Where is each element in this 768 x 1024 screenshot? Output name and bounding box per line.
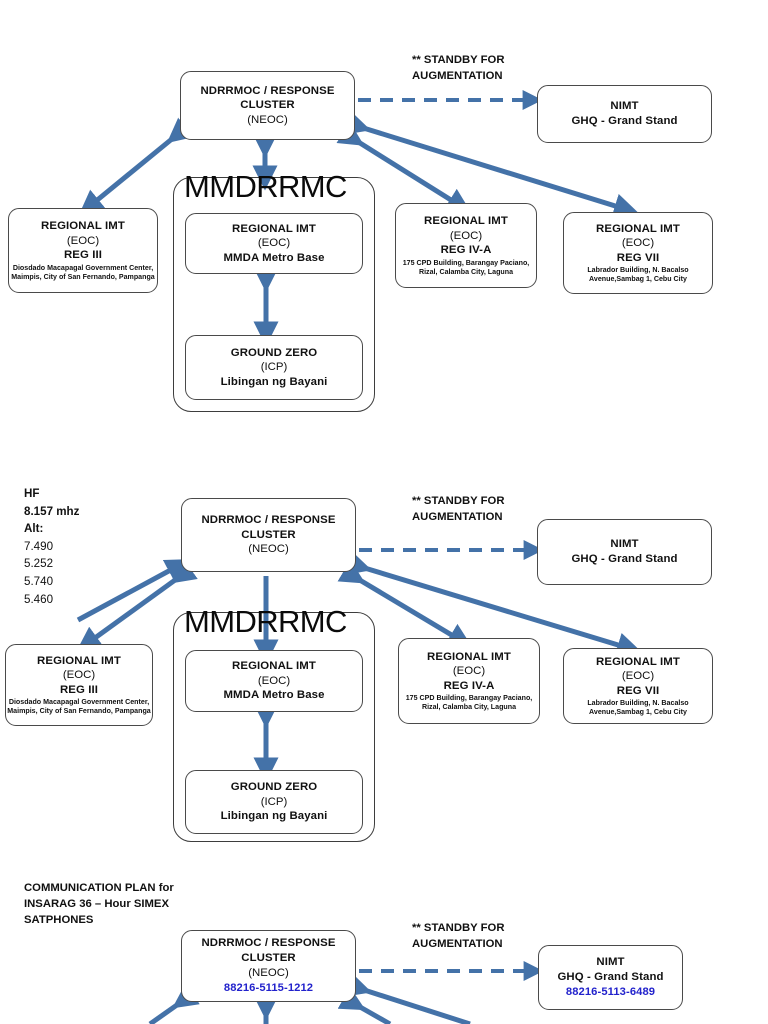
- arrow-hf-to-neoc: [76, 559, 191, 623]
- reg3-line3: REG III: [59, 683, 99, 696]
- neoc-phone: 88216-5115-1212: [223, 982, 314, 995]
- reg7-address: Labrador Building, N. Bacalso Avenue,Sam…: [587, 266, 689, 284]
- arrow-neoc-reg4a: [337, 986, 392, 1024]
- reg7-line2: (EOC): [621, 237, 655, 250]
- gz-line1: GROUND ZERO: [230, 346, 318, 359]
- reg3-line1: REGIONAL IMT: [37, 654, 121, 667]
- node-metro-base-2[interactable]: REGIONAL IMT (EOC) MMDA Metro Base: [185, 650, 363, 712]
- standby-augmentation-label-1: ** STANDBY FOR AUGMENTATION: [412, 54, 505, 83]
- gz-line2: (ICP): [260, 361, 288, 374]
- gz-line3: Libingan ng Bayani: [220, 375, 328, 388]
- arrow-neoc-reg3: [76, 558, 198, 652]
- reg4a-line1: REGIONAL IMT: [427, 650, 511, 663]
- node-nimt-1[interactable]: NIMT GHQ - Grand Stand: [537, 85, 712, 143]
- reg3-line2: (EOC): [66, 234, 100, 247]
- node-ground-zero-2[interactable]: GROUND ZERO (ICP) Libingan ng Bayani: [185, 770, 363, 834]
- diagram-3-satphones: COMMUNICATION PLAN for INSARAG 36 – Hour…: [0, 875, 768, 1024]
- metro-line2: (EOC): [257, 237, 291, 250]
- nimt-line1: NIMT: [610, 538, 639, 551]
- nimt-line1: NIMT: [610, 100, 639, 113]
- reg3-address: Diosdado Macapagal Government Center, Ma…: [11, 263, 155, 281]
- reg4a-line1: REGIONAL IMT: [424, 215, 508, 228]
- metro-line1: REGIONAL IMT: [232, 660, 316, 673]
- standby-augmentation-label-2: ** STANDBY FOR AUGMENTATION: [412, 495, 505, 524]
- reg4a-line3: REG IV-A: [443, 679, 495, 692]
- hf-alt-1: 7.490: [24, 539, 54, 553]
- diagram-1-communication-plan: ** STANDBY FOR AUGMENTATION NDRRMOC / RE…: [0, 0, 768, 440]
- neoc-line3: (NEOC): [247, 113, 288, 126]
- hf-alt-2: 5.252: [24, 557, 54, 571]
- node-reg7-2[interactable]: REGIONAL IMT (EOC) REG VII Labrador Buil…: [563, 648, 713, 724]
- neoc-line3: (NEOC): [248, 966, 289, 979]
- diagram-2-hf-plan: HF 8.157 mhz Alt: 7.490 5.252 5.740 5.46…: [0, 468, 768, 868]
- node-reg7-1[interactable]: REGIONAL IMT (EOC) REG VII Labrador Buil…: [563, 212, 713, 294]
- gz-line2: (ICP): [260, 795, 288, 808]
- reg3-line1: REGIONAL IMT: [41, 220, 125, 233]
- nimt-line2: GHQ - Grand Stand: [557, 970, 664, 983]
- node-reg3-1[interactable]: REGIONAL IMT (EOC) REG III Diosdado Maca…: [8, 208, 158, 293]
- node-reg3-2[interactable]: REGIONAL IMT (EOC) REG III Diosdado Maca…: [5, 644, 153, 726]
- reg4a-address: 175 CPD Building, Barangay Paciano, Riza…: [402, 258, 530, 276]
- reg4a-line3: REG IV-A: [440, 244, 492, 257]
- neoc-line2: CLUSTER: [241, 528, 296, 541]
- reg4a-line2: (EOC): [449, 229, 483, 242]
- node-reg4a-2[interactable]: REGIONAL IMT (EOC) REG IV-A 175 CPD Buil…: [398, 638, 540, 724]
- reg3-line2: (EOC): [62, 669, 96, 682]
- gz-line3: Libingan ng Bayani: [220, 810, 328, 823]
- metro-line3: MMDA Metro Base: [223, 689, 325, 702]
- node-neoc-2[interactable]: NDRRMOC / RESPONSE CLUSTER (NEOC): [181, 498, 356, 572]
- neoc-line3: (NEOC): [248, 543, 289, 556]
- mmdrrmc-title-2: MMDRRMC: [184, 604, 347, 639]
- metro-line3: MMDA Metro Base: [223, 251, 325, 264]
- hf-primary-frequency: 8.157 mhz: [24, 504, 80, 518]
- reg7-line1: REGIONAL IMT: [596, 655, 680, 668]
- nimt-line2: GHQ - Grand Stand: [571, 115, 678, 127]
- node-metro-base-1[interactable]: REGIONAL IMT (EOC) MMDA Metro Base: [185, 213, 363, 274]
- arrow-neoc-reg3: [78, 117, 195, 216]
- metro-line1: REGIONAL IMT: [232, 222, 316, 235]
- node-neoc-3[interactable]: NDRRMOC / RESPONSE CLUSTER (NEOC) 88216-…: [181, 930, 356, 1002]
- reg3-address: Diosdado Macapagal Government Center, Ma…: [7, 698, 151, 716]
- hf-alt-label: Alt:: [24, 522, 44, 536]
- node-neoc-1[interactable]: NDRRMOC / RESPONSE CLUSTER (NEOC): [180, 71, 355, 140]
- hf-alt-4: 5.460: [24, 592, 54, 606]
- node-reg4a-1[interactable]: REGIONAL IMT (EOC) REG IV-A 175 CPD Buil…: [395, 203, 537, 288]
- reg4a-address: 175 CPD Building, Barangay Paciano, Riza…: [405, 694, 533, 712]
- hf-frequency-block: HF 8.157 mhz Alt: 7.490 5.252 5.740 5.46…: [24, 485, 79, 608]
- hf-alt-3: 5.740: [24, 575, 54, 589]
- reg7-line3: REG VII: [616, 684, 660, 697]
- mmdrrmc-container-2: [173, 612, 375, 842]
- node-nimt-3[interactable]: NIMT GHQ - Grand Stand 88216-5113-6489: [538, 945, 683, 1010]
- neoc-line1: NDRRMOC / RESPONSE: [201, 514, 336, 527]
- mmdrrmc-title-1: MMDRRMC: [184, 169, 347, 204]
- arrow-neoc-reg3: [148, 983, 200, 1024]
- standby-augmentation-label-3: ** STANDBY FOR AUGMENTATION: [412, 922, 505, 951]
- reg7-address: Labrador Building, N. Bacalso Avenue,Sam…: [587, 699, 689, 717]
- reg7-line2: (EOC): [621, 670, 655, 683]
- arrow-neoc-reg7: [344, 972, 471, 1024]
- node-nimt-2[interactable]: NIMT GHQ - Grand Stand: [537, 519, 712, 585]
- communication-plan-heading: COMMUNICATION PLAN for INSARAG 36 – Hour…: [24, 882, 174, 927]
- reg7-line3: REG VII: [616, 251, 660, 264]
- nimt-phone: 88216-5113-6489: [565, 986, 656, 999]
- neoc-line2: CLUSTER: [240, 99, 295, 112]
- metro-line2: (EOC): [257, 674, 291, 687]
- gz-line1: GROUND ZERO: [230, 781, 318, 794]
- neoc-line1: NDRRMOC / RESPONSE: [201, 937, 336, 950]
- nimt-line2: GHQ - Grand Stand: [571, 553, 678, 565]
- reg7-line1: REGIONAL IMT: [596, 222, 680, 235]
- node-ground-zero-1[interactable]: GROUND ZERO (ICP) Libingan ng Bayani: [185, 335, 363, 400]
- hf-title: HF: [24, 487, 40, 500]
- nimt-line1: NIMT: [596, 956, 625, 969]
- reg3-line3: REG III: [63, 249, 103, 262]
- reg4a-line2: (EOC): [452, 665, 486, 678]
- neoc-line2: CLUSTER: [241, 952, 296, 965]
- neoc-line1: NDRRMOC / RESPONSE: [200, 84, 335, 97]
